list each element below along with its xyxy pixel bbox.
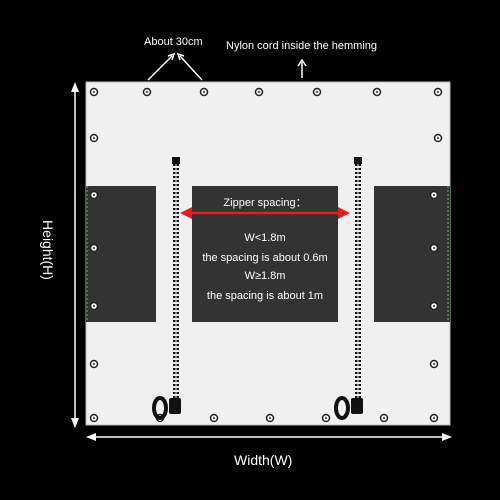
zipper-left-slider bbox=[169, 398, 181, 414]
grommet-hole bbox=[436, 90, 440, 94]
left-flap bbox=[86, 186, 156, 322]
zipper-spacing-arrow bbox=[180, 207, 350, 219]
width-arrow bbox=[86, 433, 452, 441]
grommet-hole bbox=[202, 90, 206, 94]
grommet-spacing-label: About 30cm bbox=[144, 36, 203, 48]
grommet-hole bbox=[145, 90, 149, 94]
zipper-right-pull bbox=[334, 396, 350, 420]
zipper-info-box: Zipper spacing： W<1.8m the spacing is ab… bbox=[192, 186, 338, 322]
zipper-info-line2: the spacing is about 0.6m bbox=[202, 252, 328, 264]
grommet-hole bbox=[432, 246, 436, 250]
zipper-info-title: Zipper spacing： bbox=[223, 197, 307, 209]
grommet-hole bbox=[436, 136, 440, 140]
width-label: Width(W) bbox=[234, 452, 293, 468]
grommet-hole bbox=[432, 416, 436, 420]
zipper-left bbox=[152, 157, 181, 420]
zipper-info-line4: the spacing is about 1m bbox=[206, 290, 324, 302]
grommet-hole bbox=[257, 90, 261, 94]
grommet-hole bbox=[92, 246, 96, 250]
zipper-right-stop bbox=[354, 157, 362, 164]
grommet-hole bbox=[92, 362, 96, 366]
zipper-left-stop bbox=[172, 157, 180, 164]
grommet-hole bbox=[432, 193, 436, 197]
zipper-right bbox=[334, 157, 363, 420]
grommet-hole bbox=[92, 136, 96, 140]
height-label: Height(H) bbox=[40, 220, 56, 280]
grommet-hole bbox=[92, 193, 96, 197]
grommet-hole bbox=[432, 362, 436, 366]
hem-note-label: Nylon cord inside the hemming bbox=[226, 40, 378, 52]
grommet-hole bbox=[212, 416, 216, 420]
grommet-spacing-arrows bbox=[147, 52, 203, 81]
height-arrow bbox=[71, 82, 79, 428]
hem-note-arrow bbox=[297, 58, 307, 78]
grommet-hole bbox=[92, 416, 96, 420]
zipper-left-pull bbox=[152, 396, 168, 420]
right-flap bbox=[374, 186, 450, 322]
grommet-hole bbox=[324, 416, 328, 420]
grommet-group bbox=[89, 87, 443, 423]
grommet-hole bbox=[375, 90, 379, 94]
zipper-right-slider bbox=[351, 398, 363, 414]
grommet-hole bbox=[92, 90, 96, 94]
grommet-hole bbox=[92, 304, 96, 308]
grommet-hole bbox=[315, 90, 319, 94]
grommet-hole bbox=[432, 304, 436, 308]
grommet-hole bbox=[382, 416, 386, 420]
grommet-hole bbox=[268, 416, 272, 420]
zipper-info-line3: W≥1.8m bbox=[244, 270, 286, 282]
zipper-info-panel bbox=[192, 186, 338, 322]
zipper-info-line1: W<1.8m bbox=[244, 232, 286, 244]
